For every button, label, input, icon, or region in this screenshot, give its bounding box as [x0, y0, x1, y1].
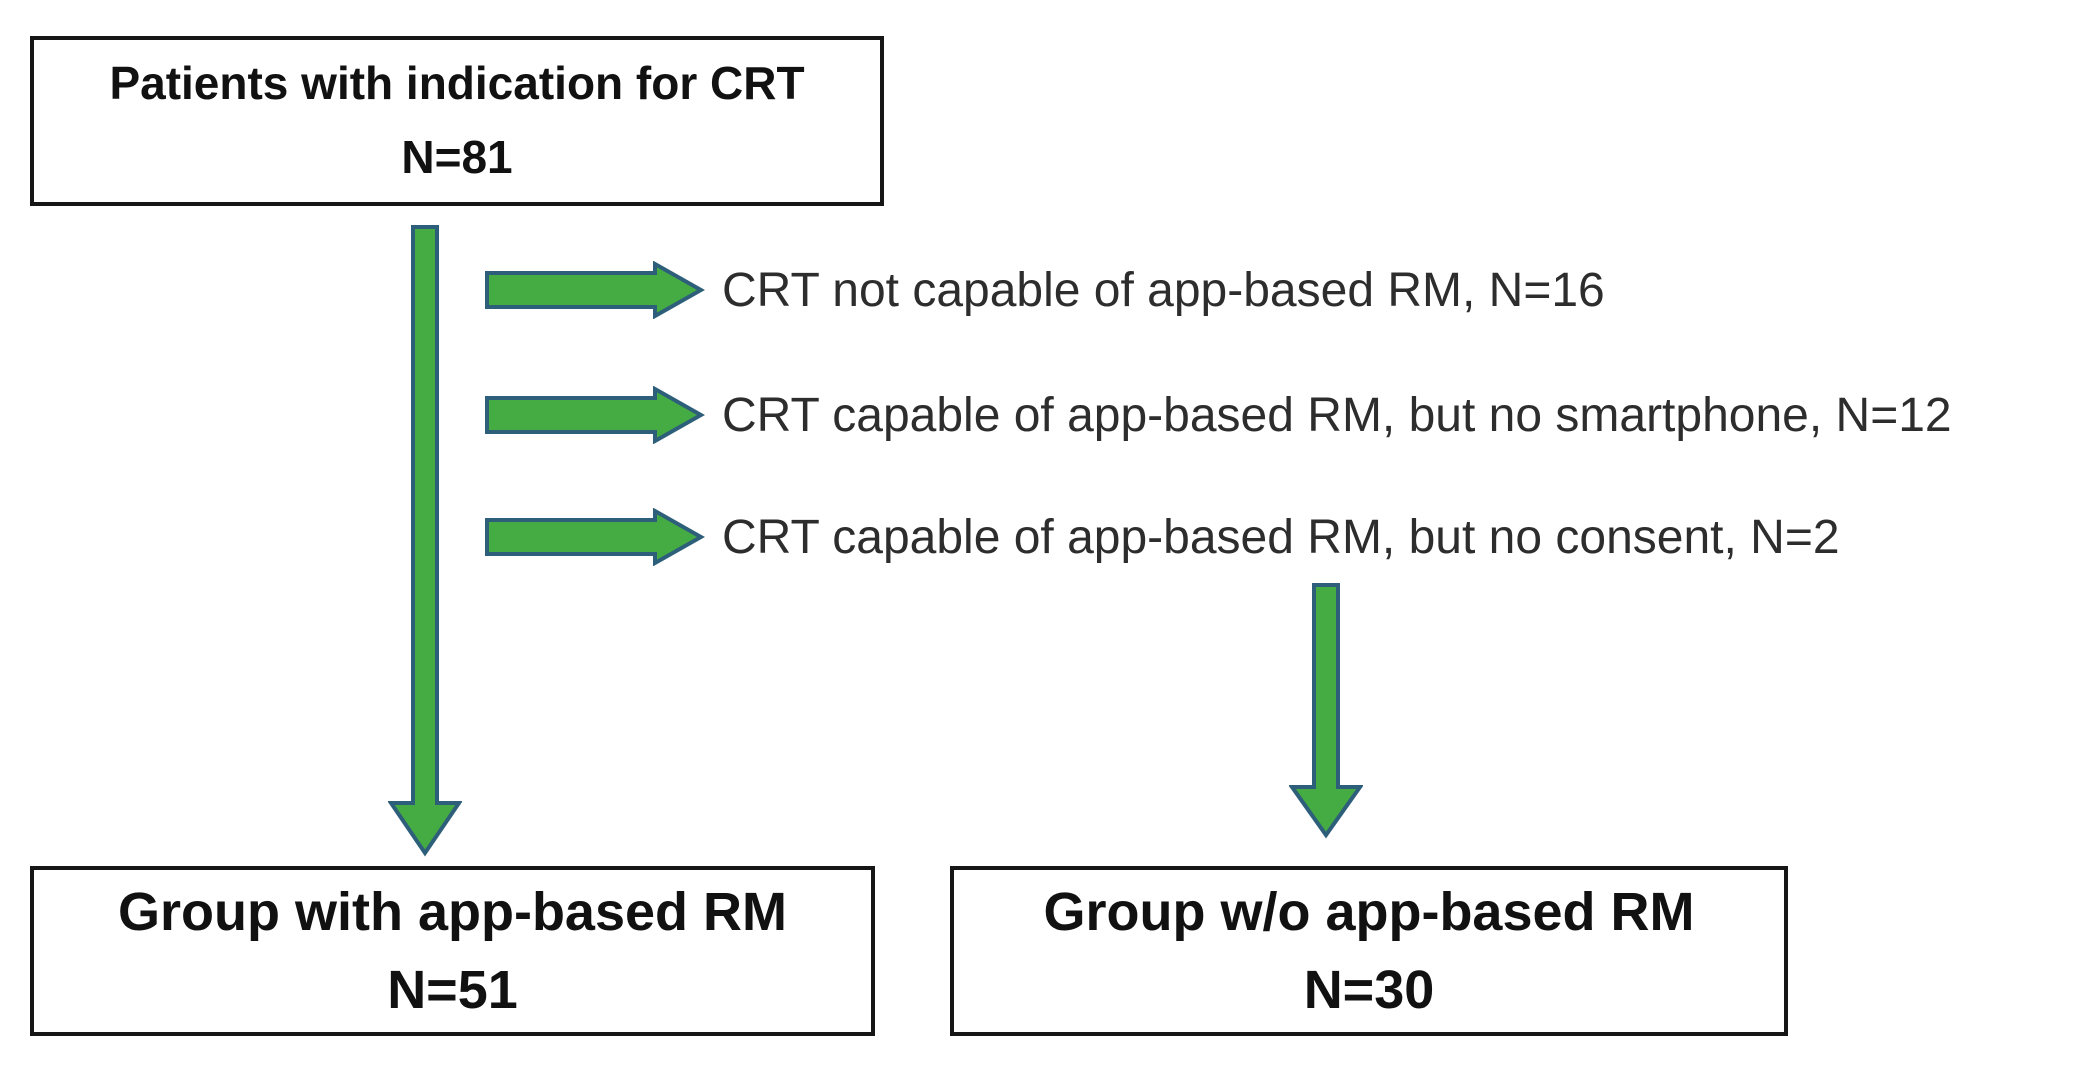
group-with-rm-box: Group with app-based RM N=51	[30, 866, 875, 1036]
group-without-rm-count: N=30	[1303, 960, 1435, 1020]
patients-indication-count: N=81	[401, 131, 513, 183]
patients-indication-box: Patients with indication for CRT N=81	[30, 36, 884, 206]
arrow-down-branch-icon	[1289, 583, 1363, 839]
exclusion-label-no-consent: CRT capable of app-based RM, but no cons…	[722, 510, 1840, 564]
group-with-rm-count: N=51	[387, 960, 518, 1020]
group-with-rm-title: Group with app-based RM	[118, 881, 787, 942]
arrow-down-main-icon	[388, 225, 462, 857]
arrow-right-exclusion-1-icon	[485, 261, 705, 319]
exclusion-label-no-smartphone: CRT capable of app-based RM, but no smar…	[722, 388, 1952, 442]
patients-indication-title: Patients with indication for CRT	[109, 57, 805, 110]
arrow-right-exclusion-2-icon	[485, 386, 705, 444]
group-without-rm-title: Group w/o app-based RM	[1043, 881, 1695, 942]
arrow-right-exclusion-3-icon	[485, 508, 705, 566]
group-without-rm-box: Group w/o app-based RM N=30	[950, 866, 1788, 1036]
exclusion-label-no-capability: CRT not capable of app-based RM, N=16	[722, 263, 1605, 317]
